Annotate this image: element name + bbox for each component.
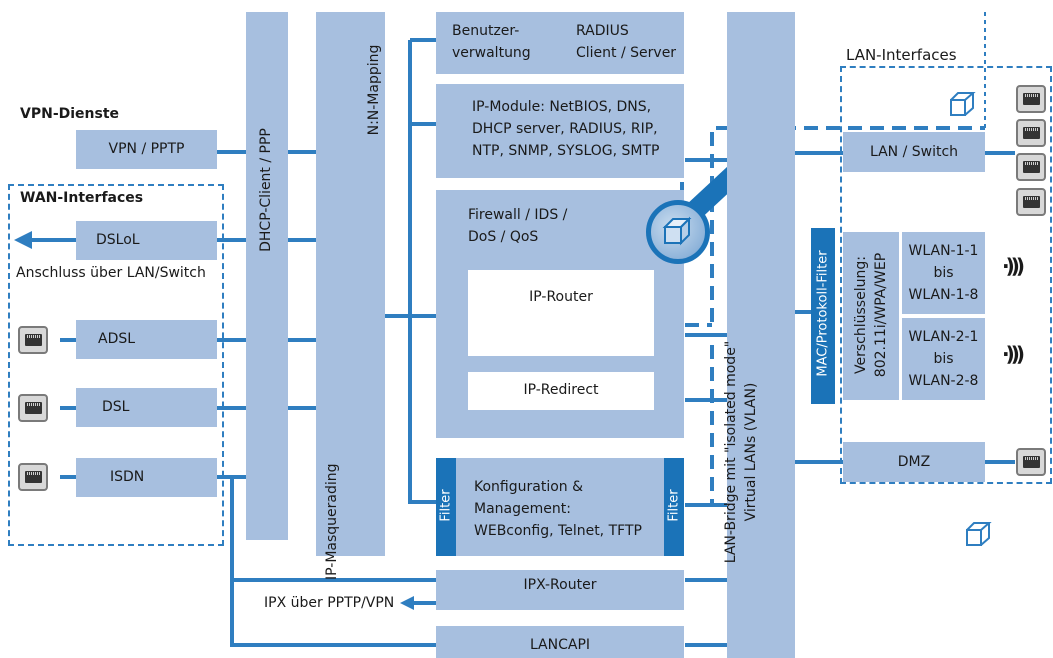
verschl-line1: Verschlüsselung: bbox=[853, 256, 869, 374]
radius-line1: RADIUS bbox=[576, 23, 629, 39]
lancapi-label: LANCAPI bbox=[529, 637, 591, 653]
vpn-dienste-heading: VPN-Dienste bbox=[20, 106, 120, 122]
rj45-jack-icon bbox=[1016, 85, 1046, 113]
dsl-box: DSL bbox=[76, 388, 217, 427]
benutzer-line2: verwaltung bbox=[452, 45, 531, 61]
ipx-router-label: IPX-Router bbox=[523, 577, 597, 593]
adsl-label: ADSL bbox=[98, 331, 136, 347]
benutzer-line1: Benutzer- bbox=[452, 23, 520, 39]
lan-bridge-line1: LAN-Bridge mit "isolated mode" bbox=[723, 340, 739, 564]
wan-interfaces-frame bbox=[8, 184, 224, 546]
konfig-line1: Konfiguration & bbox=[474, 479, 584, 495]
cube-icon bbox=[966, 522, 992, 546]
lancapi-box: LANCAPI bbox=[436, 626, 684, 658]
dslol-box: DSLoL bbox=[76, 221, 217, 260]
konfig-line2: Management: bbox=[474, 501, 571, 517]
ipx-router-box: IPX-Router bbox=[436, 570, 684, 610]
wlan1-line3: WLAN-1-8 bbox=[908, 287, 979, 303]
ip-module-box: IP-Module: NetBIOS, DNS, DHCP server, RA… bbox=[436, 84, 684, 178]
rj45-jack-icon bbox=[18, 394, 48, 422]
vpn-pptp-label: VPN / PPTP bbox=[108, 141, 185, 157]
filter-left: Filter bbox=[436, 458, 456, 556]
cube-icon bbox=[950, 92, 976, 116]
ip-router-label: IP-Router bbox=[529, 289, 593, 305]
mac-protokoll-filter: MAC/Protokoll-Filter bbox=[811, 228, 835, 404]
verschl-line2: 802.11i/WPA/WEP bbox=[873, 252, 889, 378]
ip-module-line2: DHCP server, RADIUS, RIP, bbox=[472, 121, 658, 137]
wlan-2-box: WLAN-2-1 bis WLAN-2-8 bbox=[902, 318, 985, 400]
ip-redirect-label: IP-Redirect bbox=[523, 382, 599, 398]
ip-module-line3: NTP, SNMP, SYSLOG, SMTP bbox=[472, 143, 660, 159]
benutzerverwaltung-box: Benutzer- verwaltung RADIUS Client / Ser… bbox=[436, 12, 684, 74]
rj45-jack-icon bbox=[18, 326, 48, 354]
verschluesselung-box: Verschlüsselung: 802.11i/WPA/WEP bbox=[843, 232, 899, 400]
lan-switch-label: LAN / Switch bbox=[869, 144, 959, 160]
isdn-box: ISDN bbox=[76, 458, 217, 497]
wlan-1-box: WLAN-1-1 bis WLAN-1-8 bbox=[902, 232, 985, 314]
lan-bridge-column: LAN-Bridge mit "isolated mode" Virtual L… bbox=[723, 12, 795, 658]
wlan2-line3: WLAN-2-8 bbox=[908, 373, 979, 389]
lan-interfaces-heading: LAN-Interfaces bbox=[846, 46, 957, 64]
firewall-line1: Firewall / IDS / bbox=[468, 207, 568, 223]
konfig-line3: WEBconfig, Telnet, TFTP bbox=[474, 523, 642, 539]
adsl-box: ADSL bbox=[76, 320, 217, 359]
rj45-jack-icon bbox=[1016, 153, 1046, 181]
ip-module-line1: IP-Module: NetBIOS, DNS, bbox=[472, 99, 652, 115]
dhcp-client-label: DHCP-Client / PPP bbox=[258, 128, 274, 252]
vpn-pptp-box: VPN / PPTP bbox=[76, 130, 217, 169]
rj45-jack-icon bbox=[1016, 188, 1046, 216]
wlan1-line2: bis bbox=[933, 265, 954, 281]
lan-interfaces-frame bbox=[840, 66, 1052, 484]
ip-redirect-box: IP-Redirect bbox=[468, 372, 654, 410]
ip-masquerading-label: IP-Masquerading bbox=[324, 463, 340, 580]
ip-router-box: IP-Router bbox=[468, 270, 654, 356]
filter-right-label: Filter bbox=[666, 489, 682, 522]
firewall-line2: DoS / QoS bbox=[468, 229, 539, 245]
radius-line2: Client / Server bbox=[576, 45, 677, 61]
isdn-label: ISDN bbox=[110, 469, 145, 485]
ipx-ueber-label: IPX über PPTP/VPN bbox=[264, 595, 395, 611]
dslol-label: DSLoL bbox=[96, 232, 140, 248]
wlan1-line1: WLAN-1-1 bbox=[908, 243, 979, 259]
magnifier-icon bbox=[646, 200, 710, 264]
dhcp-client-column: DHCP-Client / PPP bbox=[246, 12, 288, 540]
lan-switch-box: LAN / Switch bbox=[843, 132, 985, 172]
nn-mapping-label: N:N-Mapping bbox=[366, 44, 382, 136]
rj45-jack-icon bbox=[1016, 119, 1046, 147]
lan-bridge-line2: Virtual LANs (VLAN) bbox=[743, 382, 759, 522]
dsl-label: DSL bbox=[102, 399, 130, 415]
firewall-box: Firewall / IDS / DoS / QoS IP-Router IP-… bbox=[436, 190, 684, 438]
konfiguration-box: Konfiguration & Management: WEBconfig, T… bbox=[436, 458, 684, 556]
wireless-icon: ·))) bbox=[1002, 342, 1025, 366]
wlan2-line2: bis bbox=[933, 351, 954, 367]
dmz-box: DMZ bbox=[843, 442, 985, 482]
dmz-label: DMZ bbox=[897, 454, 931, 470]
mac-filter-label: MAC/Protokoll-Filter bbox=[815, 250, 831, 377]
wlan2-line1: WLAN-2-1 bbox=[908, 329, 979, 345]
rj45-jack-icon bbox=[18, 463, 48, 491]
anschluss-label: Anschluss über LAN/Switch bbox=[16, 265, 206, 281]
wireless-icon: ·))) bbox=[1002, 254, 1025, 278]
wan-interfaces-heading: WAN-Interfaces bbox=[20, 190, 144, 206]
filter-right: Filter bbox=[664, 458, 684, 556]
filter-left-label: Filter bbox=[438, 489, 454, 522]
ip-masquerading-column: IP-Masquerading N:N-Mapping bbox=[316, 12, 385, 580]
rj45-jack-icon bbox=[1016, 448, 1046, 476]
